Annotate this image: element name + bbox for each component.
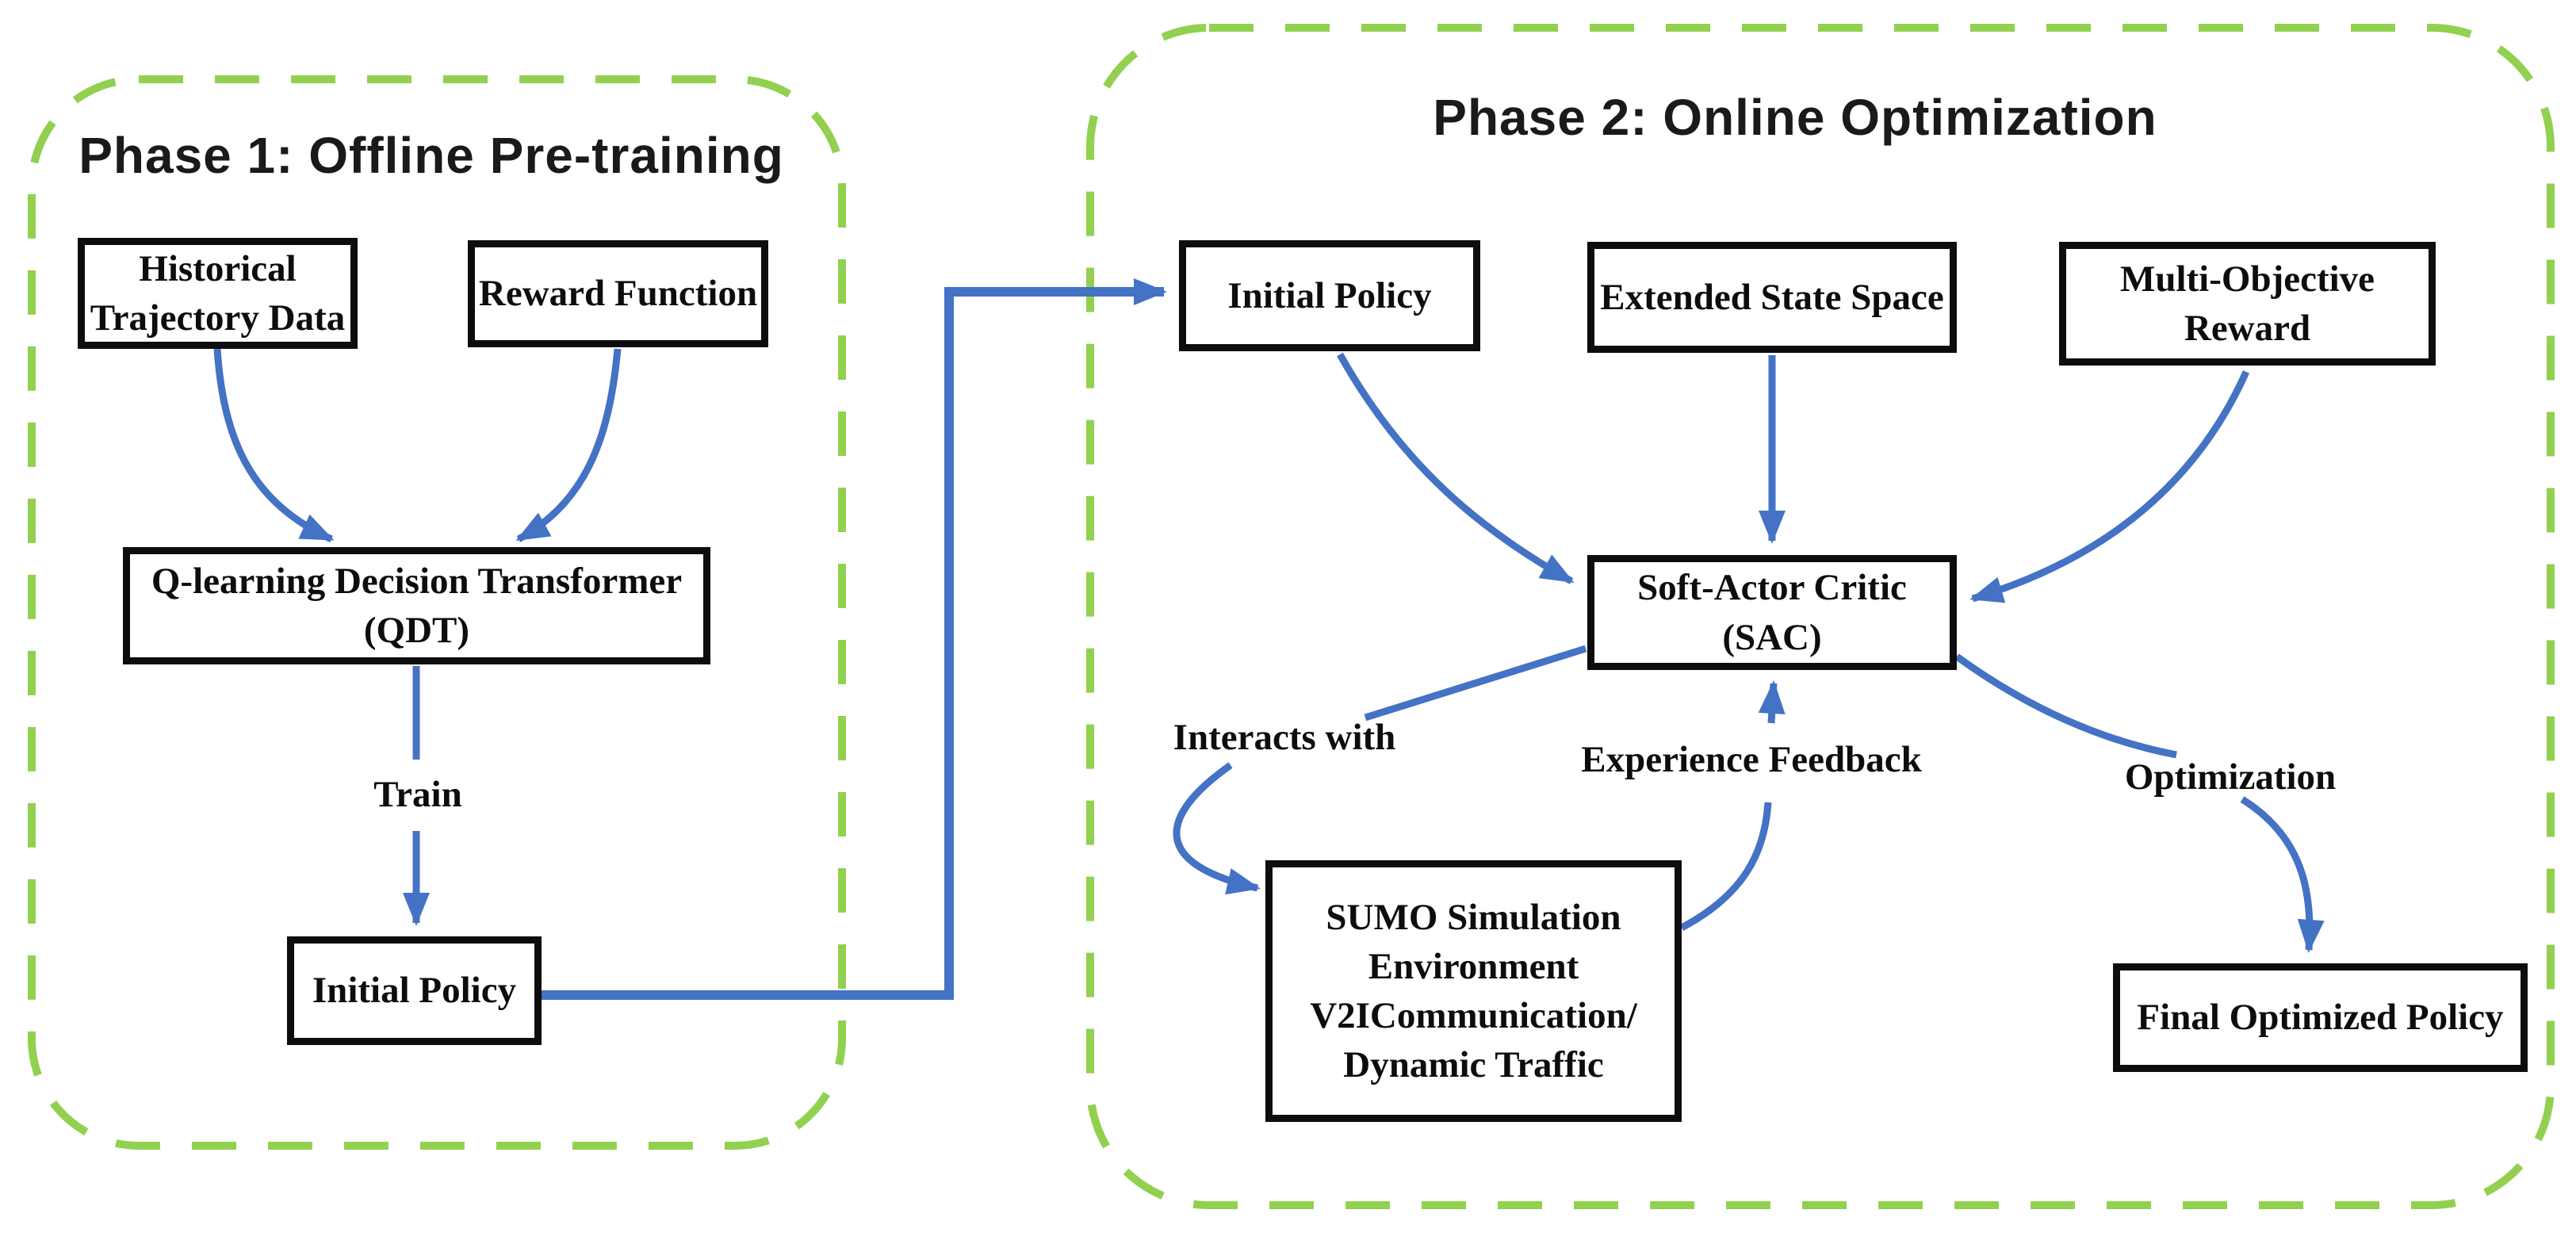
edge-sumo-to-feedback-label — [1679, 802, 1772, 931]
node-reward-function: Reward Function — [468, 240, 768, 347]
edge-multi-objective-to-sac — [1969, 370, 2250, 603]
edge-label-optimization: Optimization — [2124, 756, 2337, 798]
edge-historical-to-qdt — [213, 348, 335, 543]
node-sumo-simulation: SUMO Simulation Environment V2ICommunica… — [1265, 860, 1682, 1122]
node-qdt: Q-learning Decision Transformer (QDT) — [123, 547, 710, 664]
edge-sac-to-optimization-label — [1954, 653, 2177, 759]
edge-label-train: Train — [373, 774, 462, 815]
phase1-title: Phase 1: Offline Pre-training — [78, 127, 784, 184]
node-initial-policy-phase2: Initial Policy — [1179, 240, 1480, 351]
edge-sac-to-interacts-label — [1364, 645, 1587, 722]
edge-interacts-label-to-sumo — [1173, 762, 1261, 895]
edge-reward-to-qdt — [515, 348, 622, 542]
node-extended-state-space: Extended State Space — [1587, 242, 1957, 353]
node-historical-trajectory-data: Historical Trajectory Data — [78, 238, 358, 349]
edge-initial-policy2-to-sac — [1337, 352, 1575, 584]
edge-initial-policy-to-phase2 — [542, 278, 1167, 1000]
node-sac: Soft-Actor Critic (SAC) — [1587, 555, 1957, 670]
phase1-container-border — [28, 75, 846, 1150]
phase2-container-border — [1086, 24, 2555, 1209]
edge-optimization-label-to-final — [2240, 796, 2325, 953]
node-initial-policy-phase1: Initial Policy — [287, 936, 542, 1045]
edge-label-experience-feedback: Experience Feedback — [1581, 739, 1922, 780]
edge-feedback-label-to-sac — [1758, 680, 1786, 724]
node-final-optimized-policy: Final Optimized Policy — [2113, 963, 2528, 1072]
edge-label-interacts-with: Interacts with — [1173, 717, 1396, 758]
phase2-title: Phase 2: Online Optimization — [1433, 89, 2157, 146]
node-multi-objective-reward: Multi-Objective Reward — [2059, 242, 2436, 366]
